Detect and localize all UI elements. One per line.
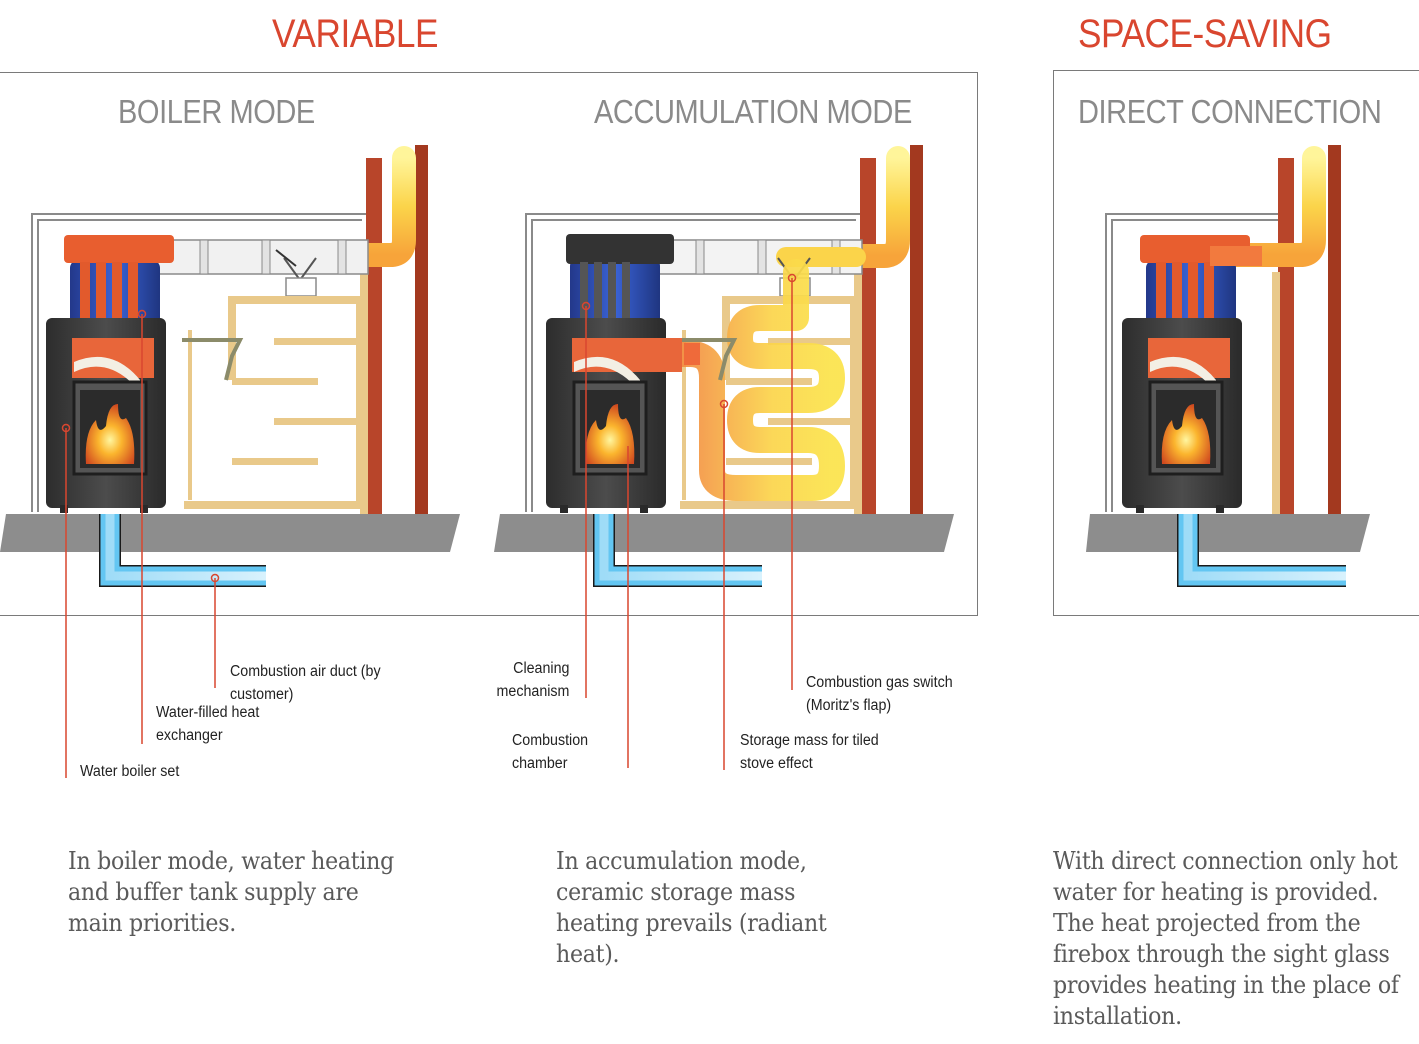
mode-title-accumulation: ACCUMULATION MODE [594, 93, 912, 130]
label-combustion-air-duct: Combustion air duct (by customer) [230, 663, 381, 703]
caption-accumulation-mode: In accumulation mode, ceramic storage ma… [556, 847, 827, 968]
variable-panel-frame [0, 72, 978, 616]
label-storage-mass: Storage mass for tiled stove effect [740, 732, 879, 772]
caption-boiler-mode: In boiler mode, water heating and buffer… [68, 847, 394, 937]
accumulation-mode-diagram [494, 145, 954, 770]
mode-title-boiler: BOILER MODE [118, 93, 315, 130]
direct-panel-frame [1053, 70, 1419, 616]
mode-title-direct: DIRECT CONNECTION [1078, 93, 1382, 130]
heading-variable: VARIABLE [272, 12, 439, 56]
boiler-mode-diagram [0, 145, 460, 778]
label-water-filled-heat-exchanger: Water-filled heat exchanger [156, 704, 260, 744]
label-combustion-chamber: Combustion chamber [512, 732, 589, 772]
direct-connection-diagram [1086, 145, 1370, 587]
caption-direct-connection: With direct connection only hot water fo… [1053, 847, 1399, 1030]
label-water-boiler-set: Water boiler set [80, 763, 180, 780]
heading-space-saving: SPACE-SAVING [1078, 12, 1332, 56]
label-combustion-gas-switch: Combustion gas switch (Moritz's flap) [806, 674, 953, 714]
label-cleaning-mechanism: Cleaning mechanism [496, 660, 570, 700]
